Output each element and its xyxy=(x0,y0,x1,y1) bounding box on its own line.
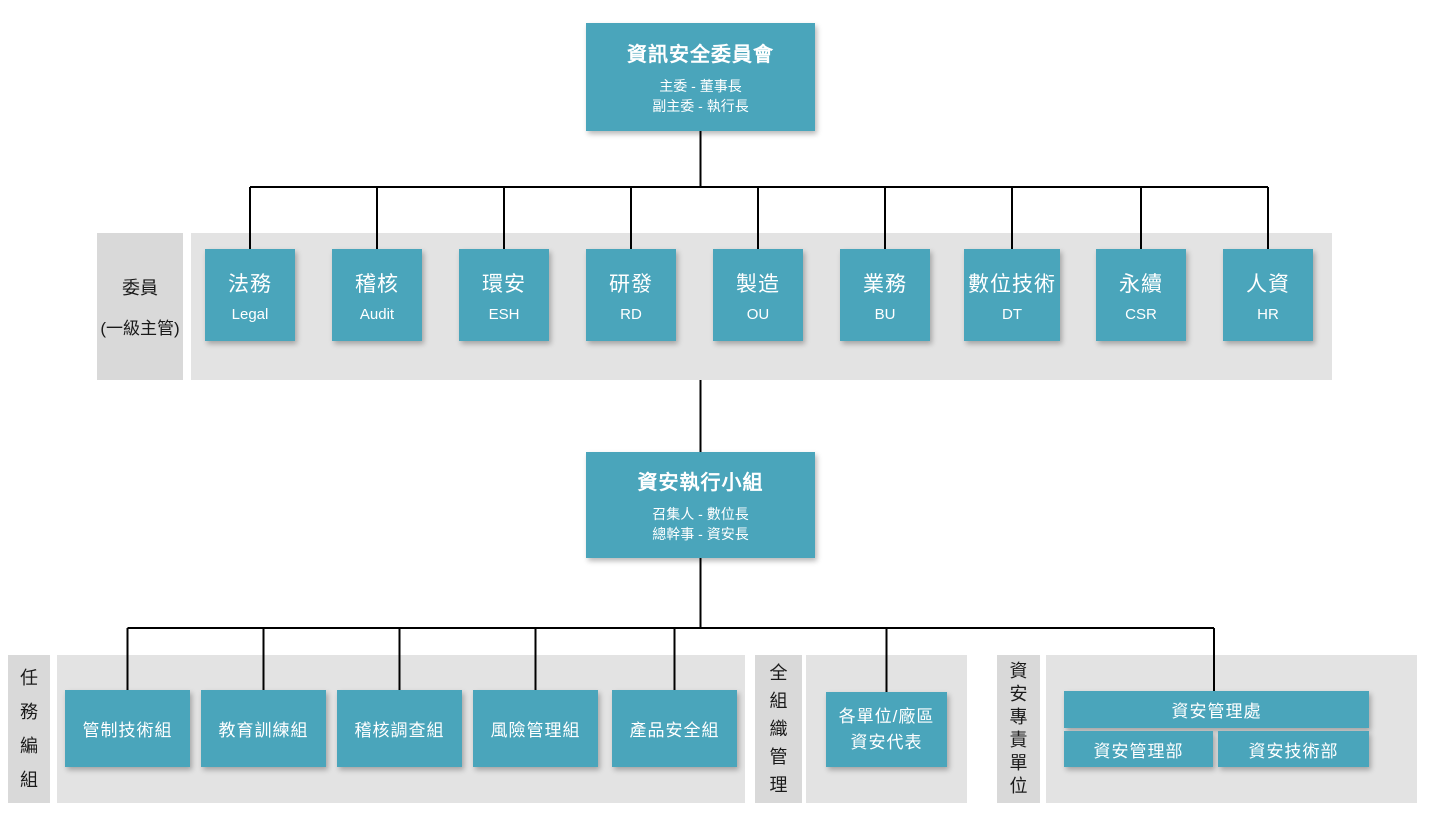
member-zh: 數位技術 xyxy=(968,272,1056,296)
team-box-education: 教育訓練組 xyxy=(201,690,326,767)
committee-box: 資訊安全委員會 主委 - 董事長 副主委 - 執行長 xyxy=(586,23,815,131)
task-group-label: 任務編組 xyxy=(8,655,50,803)
security-division-label: 資安管理處 xyxy=(1171,702,1262,721)
team-label: 教育訓練組 xyxy=(218,721,309,740)
member-zh: 研發 xyxy=(609,272,653,296)
team-label: 稽核調查組 xyxy=(354,721,445,740)
task-force-title: 資安執行小組 xyxy=(637,471,764,494)
member-en: OU xyxy=(746,305,770,323)
member-box-legal: 法務 Legal xyxy=(205,249,295,341)
team-label: 風險管理組 xyxy=(490,721,581,740)
member-box-bu: 業務 BU xyxy=(840,249,930,341)
member-zh: 稽核 xyxy=(355,272,399,296)
org-wide-label-text: 全組織管理 xyxy=(769,663,788,795)
unit-representatives-label: 各單位/廠區 資安代表 xyxy=(838,707,935,752)
member-box-rd: 研發 RD xyxy=(586,249,676,341)
member-box-ou: 製造 OU xyxy=(713,249,803,341)
members-label-line2: (一級主管) xyxy=(100,319,180,338)
member-en: Legal xyxy=(231,305,269,323)
team-label: 產品安全組 xyxy=(629,721,720,740)
team-box-audit-investigation: 稽核調查組 xyxy=(337,690,462,767)
member-zh: 製造 xyxy=(736,272,780,296)
member-zh: 業務 xyxy=(863,272,907,296)
task-group-label-text: 任務編組 xyxy=(20,668,38,790)
dedicated-band xyxy=(1046,655,1417,803)
member-box-csr: 永續 CSR xyxy=(1096,249,1186,341)
committee-title: 資訊安全委員會 xyxy=(627,43,774,66)
member-en: HR xyxy=(1257,305,1279,323)
member-en: RD xyxy=(620,305,642,323)
member-zh: 永續 xyxy=(1119,272,1163,296)
org-wide-label: 全組織管理 xyxy=(755,655,802,803)
member-box-hr: 人資 HR xyxy=(1223,249,1313,341)
unit-representatives-box: 各單位/廠區 資安代表 xyxy=(826,692,947,767)
team-label: 管制技術組 xyxy=(82,721,173,740)
dedicated-label: 資安專責單位 xyxy=(997,655,1040,803)
member-zh: 法務 xyxy=(228,272,272,296)
security-tech-dept-box: 資安技術部 xyxy=(1218,731,1369,767)
team-box-risk-management: 風險管理組 xyxy=(473,690,598,767)
member-box-esh: 環安 ESH xyxy=(459,249,549,341)
member-box-audit: 稽核 Audit xyxy=(332,249,422,341)
members-label-line1: 委員 xyxy=(122,278,158,298)
member-en: BU xyxy=(874,305,896,323)
member-zh: 人資 xyxy=(1246,272,1290,296)
task-force-box: 資安執行小組 召集人 - 數位長 總幹事 - 資安長 xyxy=(586,452,815,558)
security-division-box: 資安管理處 xyxy=(1064,691,1369,728)
member-en: DT xyxy=(1002,305,1022,323)
committee-subtitle: 主委 - 董事長 副主委 - 執行長 xyxy=(652,77,749,114)
members-row-label: 委員 (一級主管) xyxy=(97,233,183,380)
team-box-control-tech: 管制技術組 xyxy=(65,690,190,767)
team-box-product-security: 產品安全組 xyxy=(612,690,737,767)
member-en: CSR xyxy=(1125,305,1157,323)
task-force-subtitle: 召集人 - 數位長 總幹事 - 資安長 xyxy=(652,505,749,542)
member-box-dt: 數位技術 DT xyxy=(964,249,1060,341)
member-en: ESH xyxy=(488,305,520,323)
member-en: Audit xyxy=(359,305,395,323)
security-mgmt-dept-box: 資安管理部 xyxy=(1064,731,1213,767)
member-zh: 環安 xyxy=(482,272,526,296)
dedicated-label-text: 資安專責單位 xyxy=(1009,661,1028,796)
security-mgmt-dept-label: 資安管理部 xyxy=(1093,741,1184,761)
security-tech-dept-label: 資安技術部 xyxy=(1248,741,1339,761)
